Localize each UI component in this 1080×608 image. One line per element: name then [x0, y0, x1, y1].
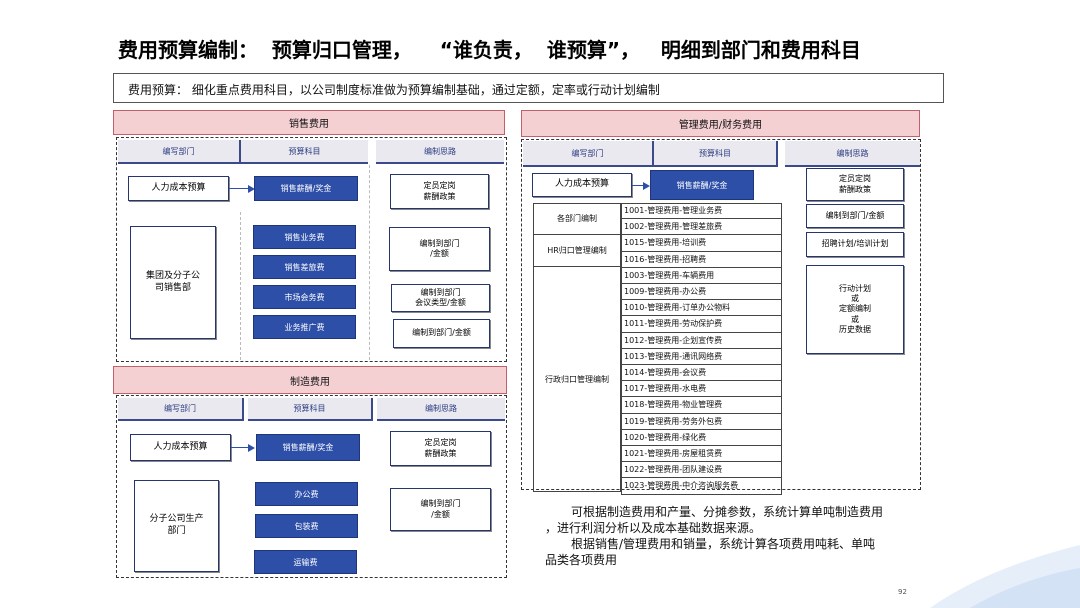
mgmt-method-recruit-train: 招聘计划/培训计划: [806, 232, 904, 257]
mgmt-account-row: 1015-管理费用-培训费: [621, 235, 782, 252]
sales-item-travel: 销售差旅费: [253, 255, 356, 279]
mgmt-col-department: 编写部门: [523, 141, 654, 167]
mgmt-hr-budget-box: 人力成本预算: [532, 173, 632, 197]
mfg-salary-box: 销售薪酬/奖金: [256, 434, 360, 461]
mgmt-account-row: 1012-管理费用-企划宣传费: [621, 332, 782, 349]
sales-col-budget-item: 预算科目: [241, 140, 368, 164]
mfg-arrow-head-icon: [248, 444, 255, 452]
sales-method-dept: 编制到部门/金额: [393, 319, 490, 348]
sales-col-department: 编写部门: [118, 140, 241, 164]
mgmt-account-row: 1001-管理费用-管理业务费: [621, 203, 782, 220]
mgmt-account-row: 1014-管理费用-会议费: [621, 365, 782, 382]
sales-divider-2: [369, 165, 370, 360]
note-line-4: 品类各项费用: [545, 553, 618, 567]
subtitle-box: 费用预算： 细化重点费用科目，以公司制度标准做为预算编制基础，通过定额，定率或行…: [113, 73, 944, 103]
mfg-policy-box: 定员定岗 薪酬政策: [390, 431, 491, 466]
mfg-item-transport: 运输费: [254, 550, 357, 574]
mgmt-account-row: 1010-管理费用-订单办公物料: [621, 300, 782, 317]
mfg-item-packaging: 包装费: [255, 514, 358, 538]
manufacturing-header: 制造费用: [113, 366, 507, 394]
mfg-col-budget-item: 预算科目: [248, 398, 373, 421]
mgmt-account-row: 1017-管理费用-水电费: [621, 381, 782, 398]
mgmt-account-row: 1021-管理费用-房屋租赁费: [621, 446, 782, 463]
manufacturing-panel: [116, 395, 507, 578]
mgmt-method-action-plan: 行动计划 或 定额编制 或 历史数据: [806, 265, 904, 354]
mgmt-account-row: 1002-管理费用-管理差旅费: [621, 219, 782, 236]
management-header: 管理费用/财务费用: [521, 110, 920, 137]
sales-salary-box: 销售薪酬/奖金: [254, 176, 358, 201]
mgmt-account-row: 1003-管理费用-车辆费用: [621, 267, 782, 284]
mgmt-group-hr: HR归口管理编制: [533, 235, 621, 267]
mfg-col-department: 编写部门: [118, 398, 244, 421]
mfg-method-dept-amount: 编制到部门 /金额: [390, 488, 491, 531]
mfg-item-office: 办公费: [255, 482, 358, 506]
mgmt-account-row: 1009-管理费用-办公费: [621, 284, 782, 301]
sales-item-promotion: 业务推广费: [253, 315, 356, 339]
mfg-dept-box: 分子公司生产 部门: [134, 480, 219, 572]
mgmt-group-admin: 行政归口管理编制: [533, 267, 621, 492]
sales-method-dept-amount: 编制到部门 /金额: [389, 227, 490, 271]
mgmt-col-budget-item: 预算科目: [654, 141, 778, 167]
sales-dept-box: 集团及分子公 司销售部: [130, 226, 216, 339]
mgmt-method-dept-amount: 编制到部门/金额: [806, 204, 904, 228]
sales-hr-budget-box: 人力成本预算: [128, 176, 229, 201]
page-title: 费用预算编制： 预算归口管理， “谁负责， 谁预算”， 明细到部门和费用科目: [118, 38, 861, 62]
mgmt-account-row: 1020-管理费用-绿化费: [621, 429, 782, 446]
sales-item-business: 销售业务费: [253, 225, 356, 249]
mfg-arrow-line: [231, 447, 249, 448]
sales-arrow-line: [229, 188, 249, 189]
note-line-2: ，进行利润分析以及成本基础数据来源。: [545, 521, 762, 535]
sales-item-conference: 市场会务费: [253, 285, 356, 309]
sales-method-conference: 编制到部门 会议类型/金额: [391, 284, 490, 312]
management-panel: [521, 139, 921, 490]
mfg-hr-budget-box: 人力成本预算: [130, 434, 231, 461]
mgmt-table-top: [533, 203, 782, 204]
sales-header: 销售费用: [113, 110, 505, 135]
mgmt-account-row: 1016-管理费用-招聘费: [621, 251, 782, 268]
mgmt-account-row: 1019-管理费用-劳务外包费: [621, 413, 782, 430]
sales-col-method: 编制思路: [376, 140, 504, 164]
mgmt-group-departments: 各部门编制: [533, 203, 621, 235]
note-line-1: 可根据制造费用和产量、分摊参数，系统计算单吨制造费用: [571, 505, 884, 519]
sales-arrow-head-icon: [248, 185, 255, 193]
sales-policy-box: 定员定岗 薪酬政策: [390, 174, 489, 209]
sales-divider-1: [240, 212, 241, 360]
mgmt-account-row: 1023-管理费用-中介咨询服务费: [621, 478, 782, 495]
mgmt-account-row: 1011-管理费用-劳动保护费: [621, 316, 782, 333]
note-line-3: 根据销售/管理费用和销量，系统计算各项费用吨耗、单吨: [571, 537, 876, 551]
mgmt-account-row: 1022-管理费用-团队建设费: [621, 462, 782, 479]
mgmt-account-row: 1018-管理费用-物业管理费: [621, 397, 782, 414]
mgmt-account-row: 1013-管理费用-通讯网络费: [621, 348, 782, 365]
mgmt-method-policy: 定员定岗 薪酬政策: [806, 168, 904, 201]
sales-panel: [116, 137, 507, 362]
mgmt-arrow-head-icon: [643, 182, 650, 190]
mgmt-col-method: 编制思路: [785, 141, 920, 167]
decorative-swoosh: [930, 545, 1080, 608]
mgmt-salary-box: 销售薪酬/奖金: [650, 170, 754, 200]
mgmt-arrow-line: [632, 185, 644, 186]
analysis-note: 可根据制造费用和产量、分摊参数，系统计算单吨制造费用 ，进行利润分析以及成本基础…: [545, 504, 930, 568]
mfg-col-method: 编制思路: [377, 398, 505, 421]
page-number: 92: [898, 588, 907, 596]
